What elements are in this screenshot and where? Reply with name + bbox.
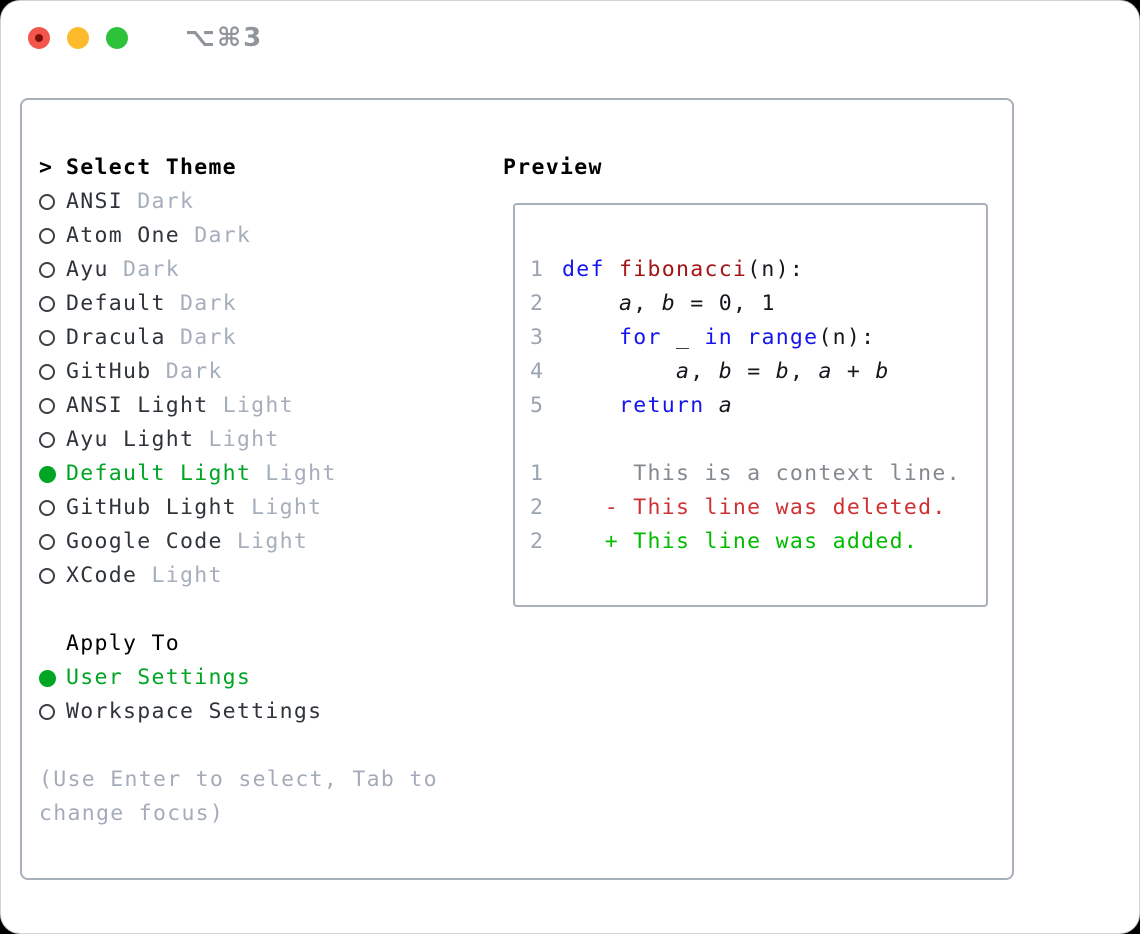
radio-icon (39, 228, 66, 244)
line-number: 1 (530, 461, 545, 486)
preview-line: 1 This is a context line. (530, 457, 986, 491)
theme-list-header-row: > Select Theme (22, 151, 337, 185)
item-label: ANSI Light (66, 393, 209, 418)
radio-icon (39, 364, 66, 380)
radio-icon (39, 296, 66, 312)
item-label: Dracula (66, 325, 166, 350)
item-variant-label: Dark (179, 223, 252, 248)
radio-icon (39, 398, 66, 414)
item-label: Ayu Light (66, 427, 195, 452)
preview-line: 2 a, b = 0, 1 (530, 287, 986, 321)
theme-option-github[interactable]: GitHub Dark (22, 355, 337, 389)
theme-option-ansi[interactable]: ANSI Dark (22, 185, 337, 219)
apply-option-workspace-settings[interactable]: Workspace Settings (22, 695, 322, 729)
item-label: Ayu (66, 257, 109, 282)
item-variant-label: Dark (165, 325, 237, 350)
theme-option-ayu[interactable]: Ayu Dark (22, 253, 337, 287)
radio-icon (39, 262, 66, 278)
item-label: XCode (66, 563, 138, 588)
line-number: 5 (530, 393, 545, 418)
radio-selected-icon (39, 669, 66, 687)
apply-option-user-settings[interactable]: User Settings (22, 661, 322, 695)
item-label: Atom One (66, 223, 180, 248)
theme-option-xcode[interactable]: XCode Light (22, 559, 337, 593)
title-bar: ⌥⌘3 (1, 1, 1139, 75)
item-label: User Settings (66, 665, 252, 690)
radio-icon (39, 330, 66, 346)
preview-line (530, 423, 986, 457)
item-label: GitHub Light (66, 495, 237, 520)
theme-option-default[interactable]: Default Dark (22, 287, 337, 321)
item-label: GitHub (66, 359, 152, 384)
item-label: Default Light (66, 461, 252, 486)
line-number: 4 (530, 359, 545, 384)
item-variant-label: Light (222, 529, 309, 554)
item-variant-label: Light (194, 427, 280, 452)
item-variant-label: Dark (122, 189, 195, 214)
preview-line: 5 return a (530, 389, 986, 423)
item-variant-label: Light (137, 563, 223, 588)
theme-option-github-light[interactable]: GitHub Light Light (22, 491, 337, 525)
theme-option-default-light[interactable]: Default Light Light (22, 457, 337, 491)
minimize-button[interactable] (67, 27, 89, 49)
radio-icon (39, 194, 66, 210)
item-label: ANSI (66, 189, 123, 214)
item-variant-label: Light (208, 393, 294, 418)
preview-line: 3 for _ in range(n): (530, 321, 986, 355)
theme-option-ansi-light[interactable]: ANSI Light Light (22, 389, 337, 423)
theme-option-ayu-light[interactable]: Ayu Light Light (22, 423, 337, 457)
window-shortcut-title: ⌥⌘3 (185, 23, 264, 53)
theme-list-header: Select Theme (66, 155, 237, 180)
line-number: 1 (530, 257, 545, 282)
radio-icon (39, 704, 66, 720)
radio-icon (39, 432, 66, 448)
zoom-button[interactable] (106, 27, 128, 49)
preview-line: 2 + This line was added. (530, 525, 986, 559)
radio-icon (39, 568, 66, 584)
help-line: (Use Enter to select, Tab to (39, 767, 438, 792)
theme-option-google-code[interactable]: Google Code Light (22, 525, 337, 559)
item-variant-label: Dark (151, 359, 223, 384)
help-line: change focus) (39, 801, 225, 826)
preview-header: Preview (503, 155, 603, 180)
theme-option-dracula[interactable]: Dracula Dark (22, 321, 337, 355)
cursor-marker: > (39, 155, 54, 180)
item-variant-label: Dark (165, 291, 237, 316)
line-number: 2 (530, 495, 545, 520)
preview-line: 4 a, b = b, a + b (530, 355, 986, 389)
item-variant-label: Light (236, 495, 323, 520)
radio-icon (39, 500, 66, 516)
item-label: Google Code (66, 529, 223, 554)
radio-selected-icon (39, 465, 66, 483)
line-number: 3 (530, 325, 545, 350)
apply-to-header: Apply To (66, 631, 180, 656)
preview-line: 2 - This line was deleted. (530, 491, 986, 525)
unsaved-dot-icon (35, 34, 43, 42)
help-text: (Use Enter to select, Tab to change focus… (22, 763, 438, 831)
close-button[interactable] (28, 27, 50, 49)
item-variant-label: Light (251, 461, 337, 486)
item-variant-label: Dark (108, 257, 180, 282)
line-number: 2 (530, 291, 545, 316)
radio-icon (39, 534, 66, 550)
item-label: Default (66, 291, 166, 316)
line-number: 2 (530, 529, 545, 554)
item-label: Workspace Settings (66, 699, 323, 724)
theme-option-atom-one[interactable]: Atom One Dark (22, 219, 337, 253)
